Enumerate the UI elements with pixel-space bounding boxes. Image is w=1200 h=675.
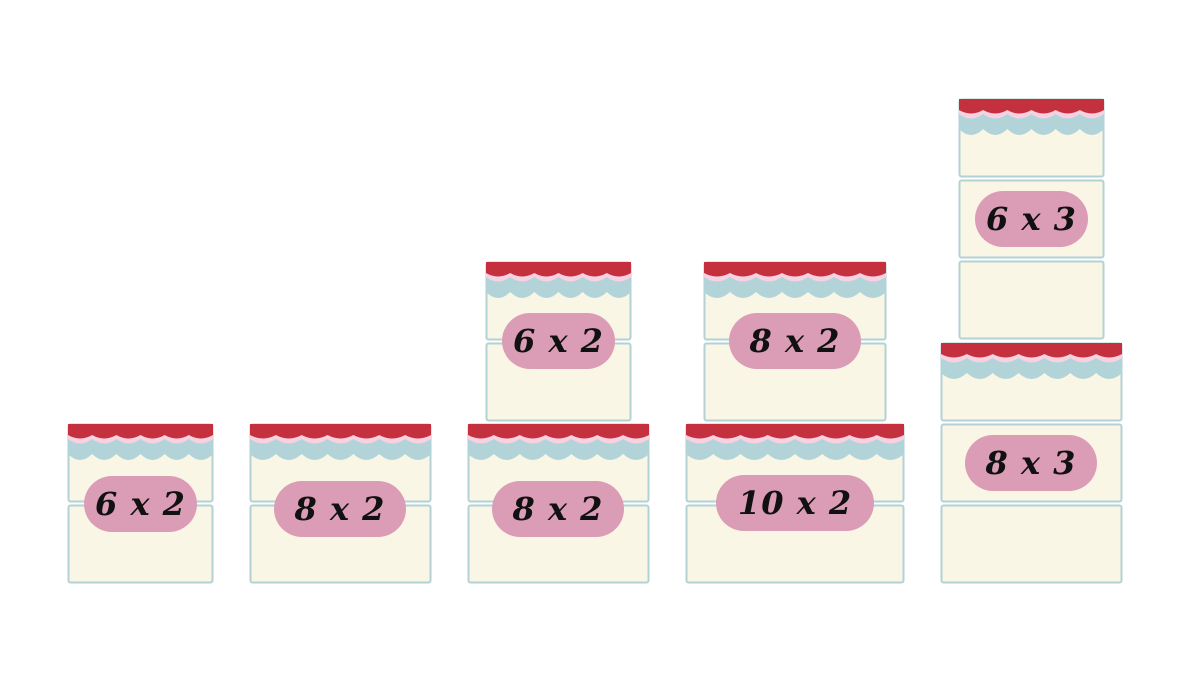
cake-layer-5-2: 6 x 3 [958,98,1105,340]
layer-label: 10 x 2 [716,475,874,531]
frosting-red-wave [686,424,904,439]
layer-label-text: 8 x 2 [749,322,841,360]
layer-label-text: 6 x 2 [513,322,604,360]
label-pill [502,313,615,369]
layer-label: 8 x 2 [729,313,861,369]
layer-label-text: 8 x 2 [294,490,386,528]
cake-block [940,504,1123,584]
layer-label: 8 x 3 [965,435,1097,491]
cake-layer-4-1: 10 x 2 [685,423,905,584]
label-pill [975,191,1088,247]
cake-layer-graphic [958,98,1105,340]
cake-layer-graphic [685,423,905,584]
layer-label-text: 10 x 2 [737,484,853,522]
label-pill [716,475,874,531]
layer-label-text: 6 x 3 [986,200,1077,238]
cake-layer-3-2: 6 x 2 [485,261,632,422]
label-pill [729,313,861,369]
frosting-red-wave [250,424,431,439]
cake-layer-4-2: 8 x 2 [703,261,887,422]
cake-layer-2-1: 8 x 2 [249,423,432,584]
frosting-red-wave [959,99,1104,114]
cake-layer-graphic [67,423,214,584]
label-pill [492,481,624,537]
layer-label: 6 x 2 [502,313,615,369]
cake-layer-graphic [485,261,632,422]
layer-label: 6 x 2 [84,476,197,532]
cake-layer-3-1: 8 x 2 [467,423,650,584]
layer-label: 8 x 2 [492,481,624,537]
layer-label: 6 x 3 [975,191,1088,247]
cake-layer-5-1: 8 x 3 [940,342,1123,584]
cake-block [958,260,1105,340]
frosting-red-wave [941,343,1122,358]
cake-layer-graphic [940,342,1123,584]
frosting-red-wave [486,262,631,277]
cake-layer-graphic [703,261,887,422]
frosting-red-wave [704,262,886,277]
layer-label-text: 8 x 2 [512,490,604,528]
cake-layer-1-1: 6 x 2 [67,423,214,584]
layer-label-text: 6 x 2 [95,485,186,523]
label-pill [274,481,406,537]
layer-label-text: 8 x 3 [985,444,1077,482]
frosting-red-wave [68,424,213,439]
cake-layer-graphic [467,423,650,584]
layer-label: 8 x 2 [274,481,406,537]
frosting-red-wave [468,424,649,439]
cake-layer-graphic [249,423,432,584]
label-pill [84,476,197,532]
label-pill [965,435,1097,491]
